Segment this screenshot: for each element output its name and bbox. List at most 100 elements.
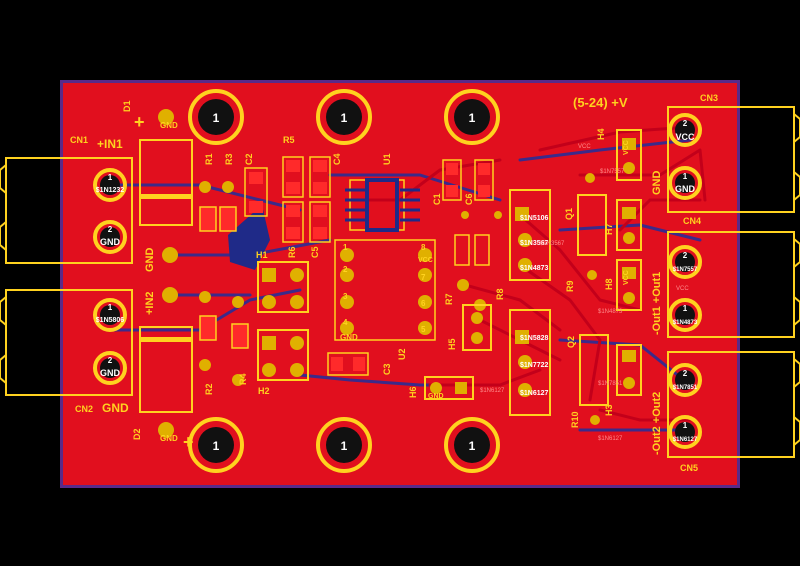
c1-label: C1 bbox=[432, 193, 442, 205]
connector-cn1: 1 $1N1232 2 GND CN1 +IN1 bbox=[0, 135, 133, 264]
ic-u1: U1 bbox=[345, 153, 420, 232]
mounting-hole: 1 bbox=[444, 417, 500, 473]
hole-label: 1 bbox=[213, 111, 220, 125]
net-label: $1N6127 bbox=[480, 388, 505, 394]
mounting-hole: 1 bbox=[188, 417, 244, 473]
cn2-pin2-label: 2 bbox=[108, 356, 113, 365]
q-net-3: $1N4873 bbox=[520, 265, 549, 272]
r5-label: R5 bbox=[283, 135, 295, 145]
cn2-gnd-silk: GND bbox=[102, 401, 129, 415]
net-label: $1N3567 bbox=[540, 241, 565, 247]
u2-pin3-label: 3 bbox=[343, 292, 348, 301]
r4-label: R4 bbox=[238, 373, 248, 385]
net-label: $1N7557 bbox=[600, 169, 625, 175]
in1-label: +IN1 bbox=[97, 137, 123, 151]
q2-label: Q2 bbox=[566, 336, 576, 348]
mounting-holes: 1 1 1 1 1 1 bbox=[188, 89, 500, 473]
r1-label: R1 bbox=[204, 153, 214, 165]
connector-cn4: 2 $1N7557 1 $1N4873 CN4 -Out1 +Out1 bbox=[651, 216, 800, 338]
cn5-net2-label: $1N6127 bbox=[673, 437, 698, 443]
cn3-vcc-label: VCC bbox=[675, 132, 695, 142]
cn4-net-label: $1N7557 bbox=[673, 267, 698, 273]
u2-pin1-label: 1 bbox=[343, 243, 348, 252]
h7-label: H7 bbox=[604, 223, 614, 235]
transistor-column-2: $1N5828 $1N7722 $1N6127 bbox=[509, 309, 551, 416]
cn1-pin1-label: 1 bbox=[108, 173, 113, 182]
u2-vcc-label: VCC bbox=[418, 257, 433, 264]
r6-label: R6 bbox=[287, 246, 297, 258]
hole-label: 1 bbox=[469, 439, 476, 453]
u2-label: U2 bbox=[397, 348, 407, 360]
capacitor-c3: C3 bbox=[327, 352, 392, 376]
u2-pin2-label: 2 bbox=[343, 265, 348, 274]
header-h1: H1 bbox=[256, 250, 309, 313]
r2-label: R2 bbox=[204, 383, 214, 395]
net-labels: $1N7557 $1N6127 $1N6127 $1N4873 $1N3567 … bbox=[480, 144, 689, 442]
mounting-hole: 1 bbox=[316, 89, 372, 145]
hole-label: 1 bbox=[341, 439, 348, 453]
d1-gnd-label: GND bbox=[160, 121, 178, 130]
transistor-q1: Q1 R9 bbox=[564, 173, 607, 292]
q-net-4: $1N5828 bbox=[520, 335, 549, 342]
d2-gnd-label: GND bbox=[160, 434, 178, 443]
r9-label: R9 bbox=[565, 280, 575, 292]
cn3-label: CN3 bbox=[700, 93, 718, 103]
h8-vcc-label: VCC bbox=[623, 270, 630, 285]
diode-d2: GND D2 + bbox=[132, 326, 194, 452]
cn4-net2-label: $1N4873 bbox=[673, 320, 698, 326]
smd-components-left: R1 R3 C2 R2 R4 bbox=[199, 153, 268, 395]
hole-label: 1 bbox=[341, 111, 348, 125]
cn5-pin1-label: 1 bbox=[683, 421, 688, 430]
smd-components-center: R5 C4 R6 C5 bbox=[282, 135, 342, 258]
supply-label: (5-24) +V bbox=[573, 95, 628, 110]
hole-label: 1 bbox=[469, 111, 476, 125]
cn2-net-label: $1N5806 bbox=[96, 317, 125, 324]
c5-label: C5 bbox=[310, 246, 320, 258]
d2-label: D2 bbox=[132, 428, 142, 440]
header-h3: H3 bbox=[604, 344, 642, 416]
cn3-gnd-label: GND bbox=[675, 184, 696, 194]
c3-label: C3 bbox=[382, 363, 392, 375]
r7-label: R7 bbox=[444, 293, 454, 305]
mounting-hole: 1 bbox=[316, 417, 372, 473]
cn4-pin1-label: 1 bbox=[683, 304, 688, 313]
resistors-r7-r8: R7 R8 bbox=[444, 279, 505, 311]
h8-label: H8 bbox=[604, 278, 614, 290]
r8-label: R8 bbox=[495, 288, 505, 300]
header-h6: GND H6 bbox=[408, 376, 474, 400]
h1-label: H1 bbox=[256, 250, 268, 260]
c4-label: C4 bbox=[332, 153, 342, 165]
u1-label: U1 bbox=[382, 153, 392, 165]
mounting-hole: 1 bbox=[444, 89, 500, 145]
diode-d1: GND D1 + bbox=[122, 100, 193, 226]
net-label: $1N4873 bbox=[598, 309, 623, 315]
net-label: $1N7851 bbox=[598, 381, 623, 387]
u2-pin7-label: 7 bbox=[421, 273, 426, 282]
u2-pin5-label: 5 bbox=[421, 325, 426, 334]
cn3-gnd-silk: GND bbox=[651, 171, 663, 196]
in2-label: +IN2 bbox=[144, 291, 156, 315]
connector-cn3: 2 VCC 1 GND CN3 (5-24) +V GND bbox=[573, 93, 800, 213]
cn5-net-label: $1N7851 bbox=[673, 385, 698, 391]
cn1-label: CN1 bbox=[70, 135, 88, 145]
mounting-hole: 1 bbox=[188, 89, 244, 145]
cn1-gnd-label: GND bbox=[100, 237, 121, 247]
q-net-1: $1N5106 bbox=[520, 215, 549, 222]
cn3-pin2-label: 2 bbox=[683, 119, 688, 128]
u2-gnd-label: GND bbox=[340, 333, 358, 342]
c2-label: C2 bbox=[244, 153, 254, 165]
net-label: VCC bbox=[676, 286, 689, 292]
h6-gnd-label: GND bbox=[428, 393, 444, 400]
q-net-2: $1N3567 bbox=[520, 240, 549, 247]
cn5-label: CN5 bbox=[680, 463, 698, 473]
cn2-label: CN2 bbox=[75, 404, 93, 414]
d2-plus: + bbox=[183, 432, 194, 452]
hole-label: 1 bbox=[213, 439, 220, 453]
connector-cn5: 2 $1N7851 1 $1N6127 CN5 -Out2 +Out2 bbox=[651, 351, 800, 473]
net-label: VCC bbox=[578, 144, 591, 150]
header-h2: H2 bbox=[257, 329, 309, 396]
cn1-pin2-label: 2 bbox=[108, 225, 113, 234]
d1-plus: + bbox=[134, 112, 145, 132]
u2-pin6-label: 6 bbox=[421, 299, 426, 308]
